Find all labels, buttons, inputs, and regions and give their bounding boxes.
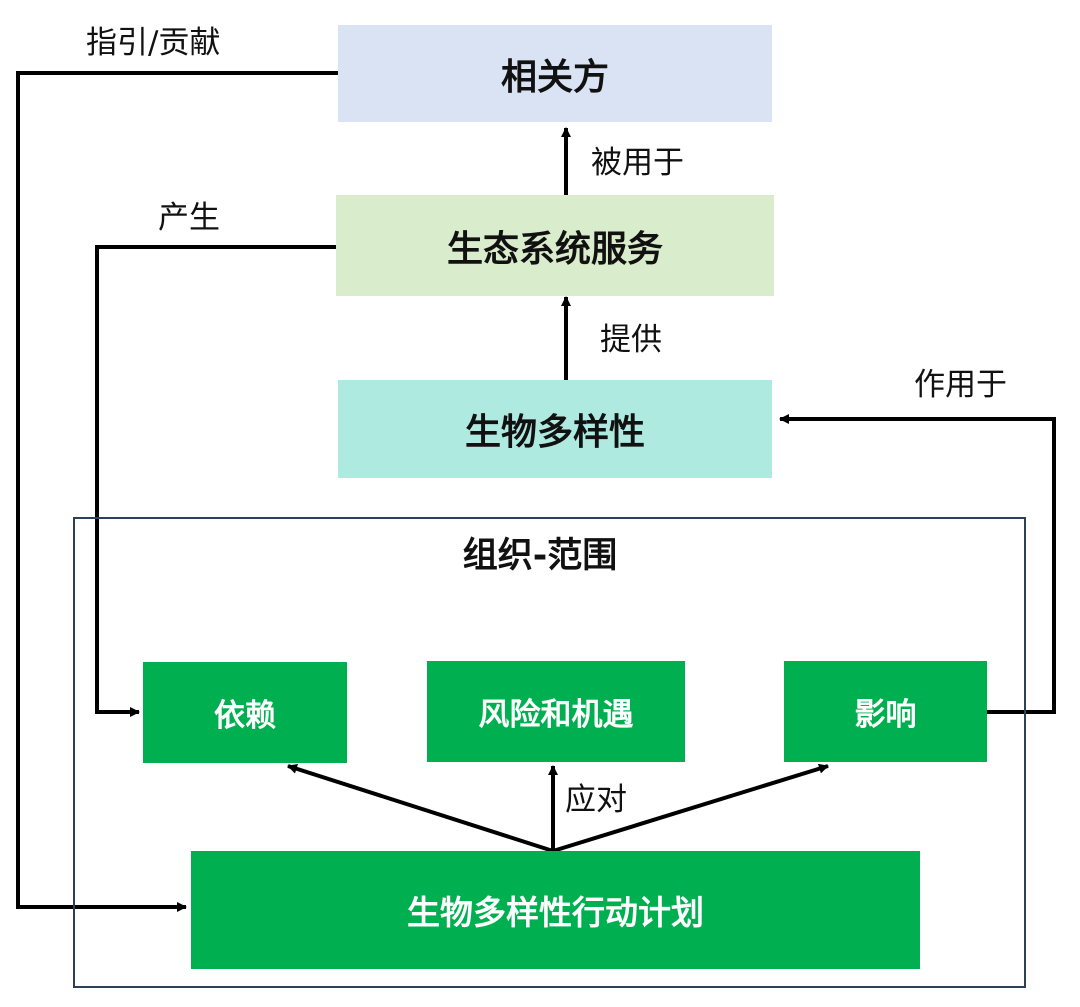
produces-label: 产生 xyxy=(158,200,220,236)
organization-scope-title: 组织-范围 xyxy=(462,536,618,576)
guide-contribute-label: 指引/贡献 xyxy=(86,25,221,61)
biodiversity-box: 生物多样性 xyxy=(338,380,772,478)
dependency-box: 依赖 xyxy=(143,662,347,763)
ecosystem-services-box: 生态系统服务 xyxy=(336,195,774,296)
responds-arrow-dependency xyxy=(287,763,554,853)
provides-label: 提供 xyxy=(600,322,662,358)
produces-arrow xyxy=(95,245,336,717)
guide-contribute-arrow xyxy=(16,71,338,912)
used-by-label: 被用于 xyxy=(591,145,684,181)
acts-on-arrow xyxy=(779,414,1056,714)
responds-label: 应对 xyxy=(565,782,627,818)
acts-on-label: 作用于 xyxy=(914,367,1007,403)
organization-scope-frame xyxy=(73,517,1026,988)
risks-opportunities-box: 风险和机遇 xyxy=(427,661,685,762)
impact-box: 影响 xyxy=(784,661,987,762)
action-plan-box: 生物多样性行动计划 xyxy=(191,851,920,969)
stakeholders-box: 相关方 xyxy=(338,25,772,122)
responds-arrow-impact xyxy=(552,763,829,853)
